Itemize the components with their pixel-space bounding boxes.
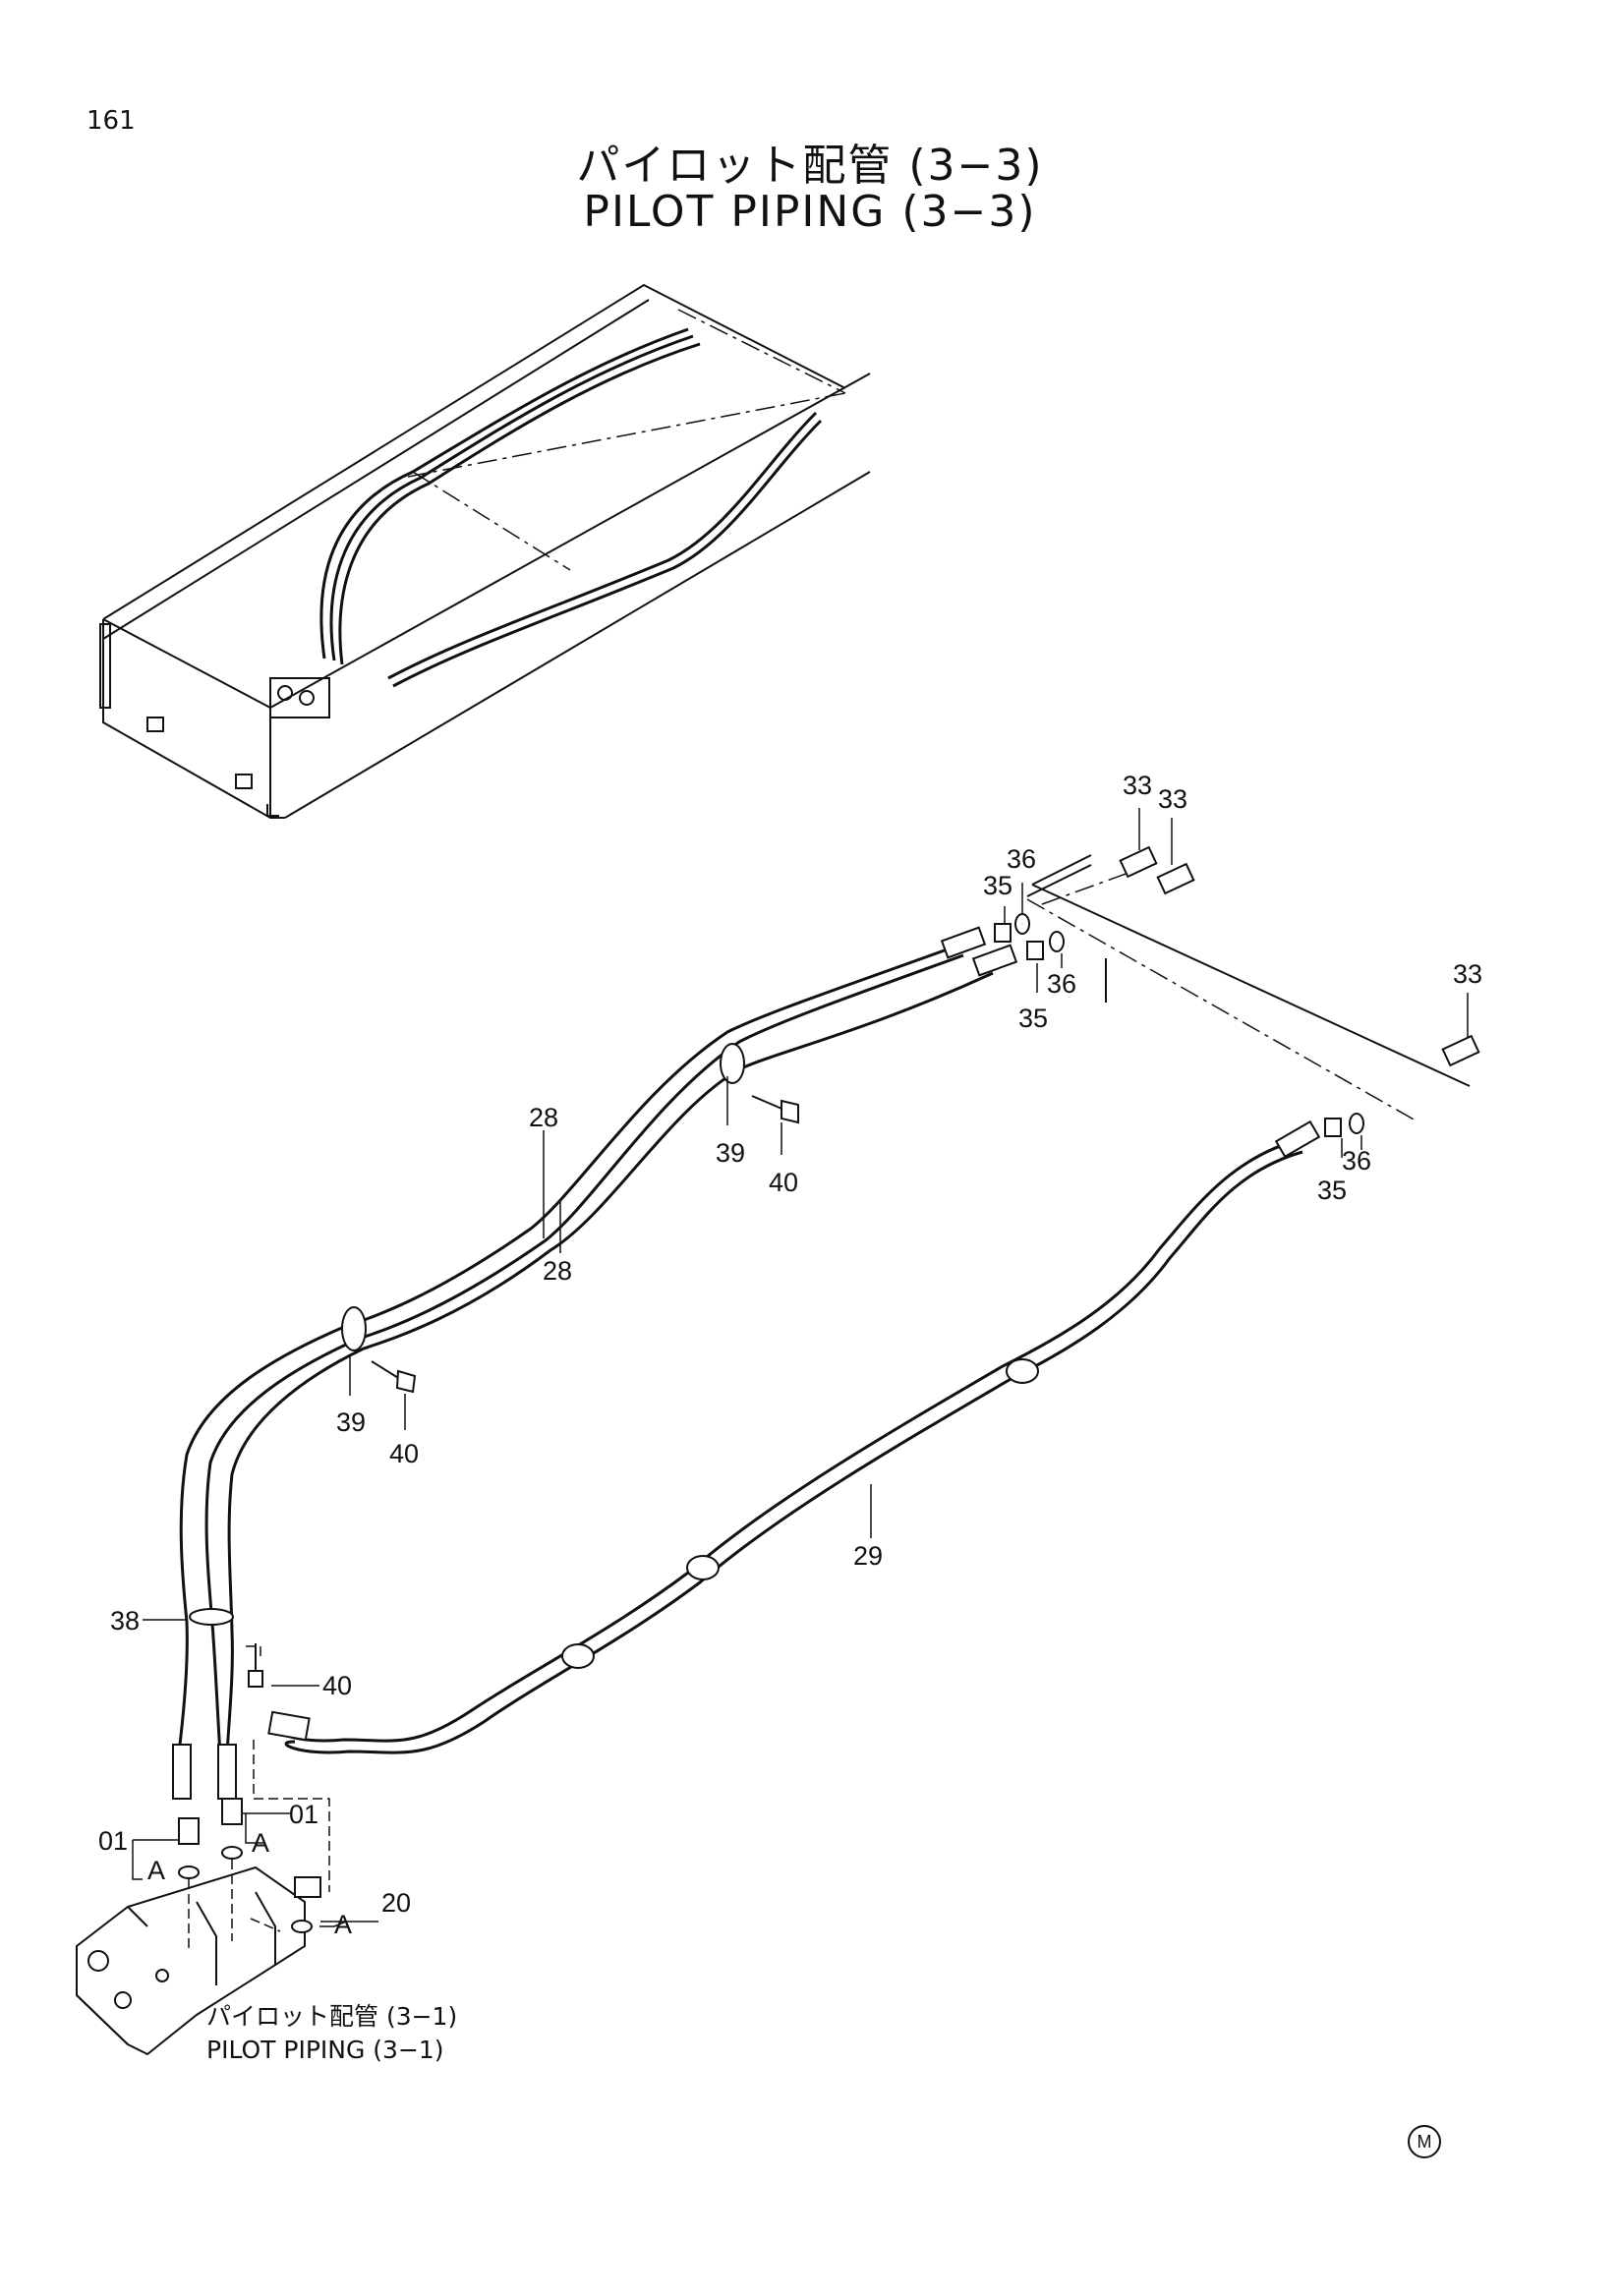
corner-mark: M xyxy=(1408,2125,1441,2158)
callout-35: 35 xyxy=(1317,1176,1347,1205)
callout-33: 33 xyxy=(1158,784,1187,814)
reference-note-en: PILOT PIPING (3−1) xyxy=(206,2036,444,2064)
callout-20: 20 xyxy=(381,1888,411,1918)
callout-33: 33 xyxy=(1123,771,1152,800)
page-number: 161 xyxy=(87,106,136,136)
callout-40: 40 xyxy=(389,1439,419,1468)
callout-A: A xyxy=(334,1910,352,1939)
callout-40: 40 xyxy=(322,1671,352,1700)
callout-36: 36 xyxy=(1047,969,1076,999)
frame-overview xyxy=(99,283,871,819)
page-title-japanese: パイロット配管 (3−3) xyxy=(576,141,1044,191)
hose-28-fittings xyxy=(940,926,1018,977)
mounting-bar-centerline xyxy=(1026,864,1417,1121)
hose-clamps xyxy=(189,1043,1039,1669)
hose-28-lower-ends xyxy=(172,1744,237,1800)
callout-38: 38 xyxy=(110,1606,140,1636)
control-valve xyxy=(76,1866,306,2056)
nuts-35 xyxy=(994,923,1342,1137)
callout-01: 01 xyxy=(98,1826,128,1856)
callout-36: 36 xyxy=(1342,1146,1371,1176)
washers-36 xyxy=(1014,913,1364,1134)
callout-leaders xyxy=(132,808,1469,1927)
callout-40: 40 xyxy=(769,1168,798,1197)
callout-39: 39 xyxy=(716,1138,745,1168)
valve-leaders xyxy=(188,1645,330,1951)
valve-fittings xyxy=(178,1798,321,1933)
callout-33: 33 xyxy=(1453,959,1482,989)
callout-labels: 33 33 33 36 35 36 35 36 35 28 28 39 40 3… xyxy=(98,771,1482,1939)
callout-28: 28 xyxy=(543,1256,572,1286)
callout-01: 01 xyxy=(289,1800,318,1829)
bolts-40 xyxy=(248,1095,799,1688)
callout-28: 28 xyxy=(529,1103,558,1132)
hose-29 xyxy=(281,1138,1303,1754)
page-title-english: PILOT PIPING (3−3) xyxy=(583,187,1037,237)
callout-35: 35 xyxy=(1018,1004,1048,1033)
callout-35: 35 xyxy=(983,871,1012,900)
callout-A: A xyxy=(147,1856,165,1885)
mounting-bar xyxy=(1026,854,1471,1087)
callout-39: 39 xyxy=(336,1407,366,1437)
reference-note-ja: パイロット配管 (3−1) xyxy=(206,2002,457,2031)
callout-A: A xyxy=(252,1828,269,1858)
overview-hoses xyxy=(319,327,823,688)
adapters-33 xyxy=(1119,845,1480,1067)
callout-36: 36 xyxy=(1007,844,1036,874)
hose-29-fittings xyxy=(267,1119,1321,1742)
overview-centerlines xyxy=(407,309,846,571)
overview-valve xyxy=(269,677,330,718)
callout-29: 29 xyxy=(853,1541,883,1571)
